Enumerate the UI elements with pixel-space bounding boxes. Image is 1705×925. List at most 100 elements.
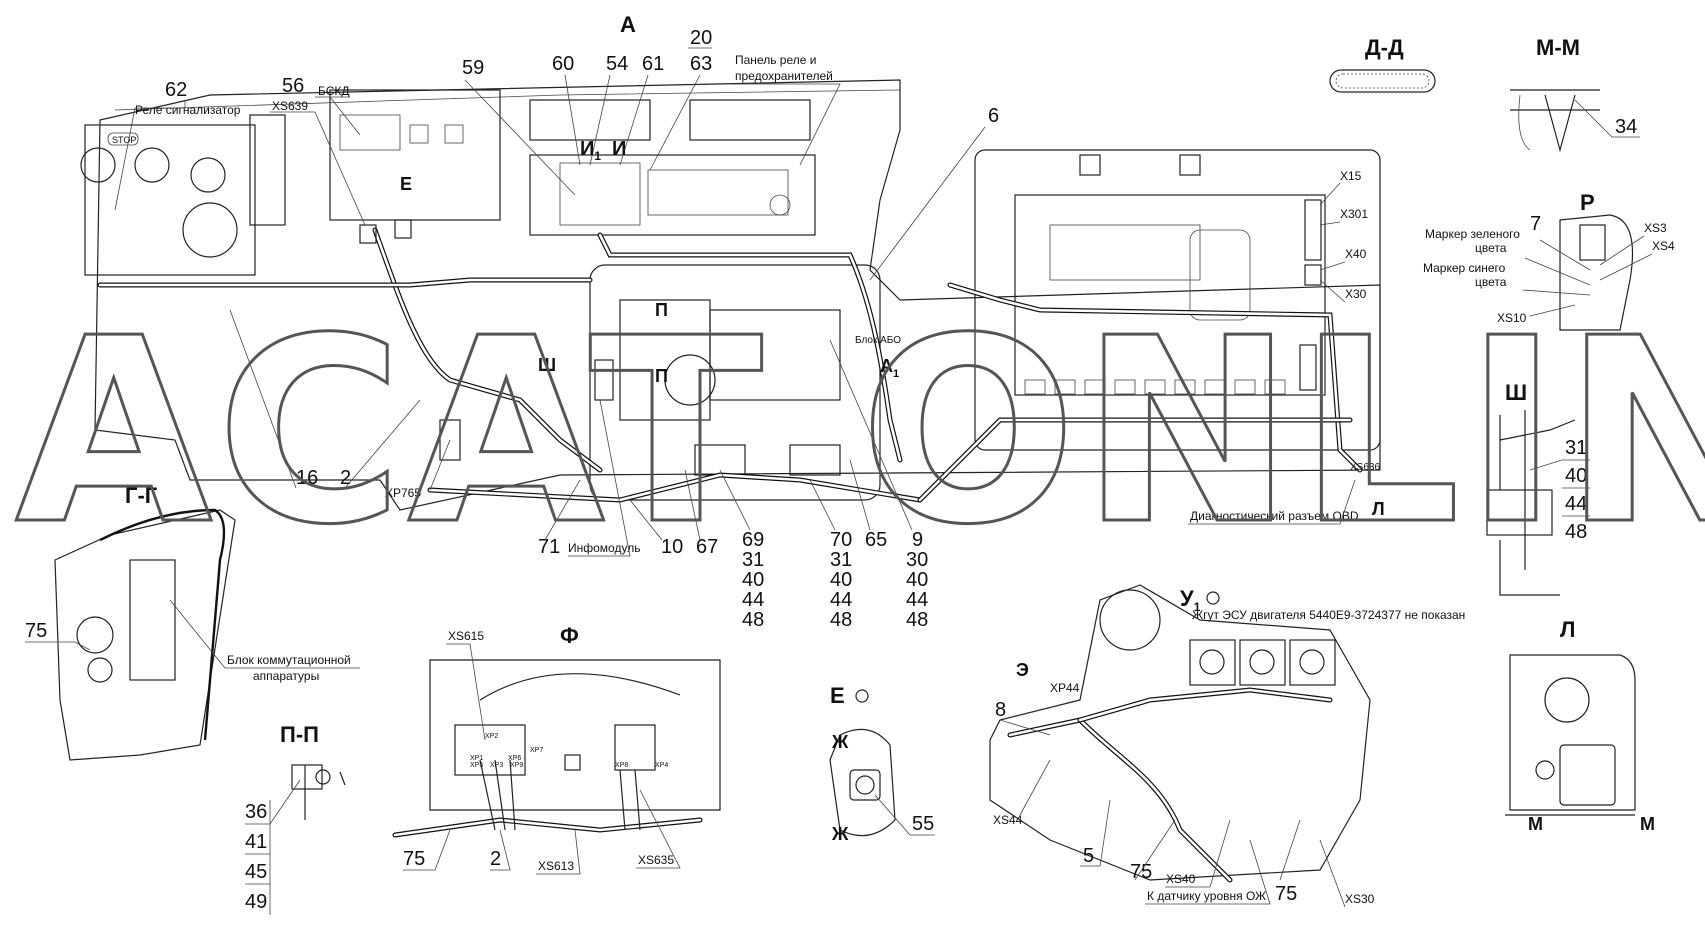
section-p-arrow-2: П bbox=[655, 366, 668, 386]
section-u1-sub: 1 bbox=[1194, 600, 1201, 614]
stack-69-2: 40 bbox=[742, 569, 764, 591]
stack-69-0: 69 bbox=[742, 529, 764, 551]
callout-63: 63 bbox=[690, 53, 712, 75]
connector-xs615: XS615 bbox=[448, 629, 484, 643]
section-r-title: Р bbox=[1580, 190, 1595, 215]
callout-34: 34 bbox=[1615, 116, 1637, 138]
section-sh: Ш 31 40 44 48 bbox=[1486, 380, 1590, 596]
connector-xs4: XS4 bbox=[1652, 239, 1675, 253]
marker-green-1: Маркер зеленого bbox=[1425, 227, 1520, 241]
section-a1-sub: 1 bbox=[893, 368, 899, 380]
stack-70: 70 31 40 44 48 bbox=[809, 479, 852, 631]
stack-9: 9 30 40 44 48 bbox=[829, 339, 928, 631]
blok-komm-label-1: Блок коммутационной bbox=[227, 653, 351, 667]
section-a1-marker: А1 bbox=[880, 356, 899, 380]
callout-75-gg: 75 bbox=[25, 620, 47, 642]
callout-71: 71 bbox=[538, 536, 560, 558]
section-a1-letter: А bbox=[880, 356, 893, 376]
bskd-label: БСКД bbox=[318, 84, 350, 98]
section-u1-title: У1 bbox=[1180, 586, 1201, 614]
connector-x30: X30 bbox=[1345, 287, 1367, 301]
section-l-title: Л bbox=[1560, 617, 1575, 642]
callout-75-engine-a: 75 bbox=[1130, 861, 1152, 883]
section-e-title: Е bbox=[830, 683, 845, 708]
section-sh-title: Ш bbox=[1505, 380, 1527, 405]
xp3-label: XP3 bbox=[490, 762, 503, 769]
infomodul-label: Инфомодуль bbox=[568, 541, 640, 555]
stack-31: 31 40 44 48 bbox=[1529, 437, 1590, 543]
callout-67: 67 bbox=[696, 536, 718, 558]
callout-75-f: 75 bbox=[403, 848, 425, 870]
connector-xs636: XS636 bbox=[1350, 462, 1380, 473]
connector-xs639: XS639 bbox=[272, 99, 308, 113]
section-i-marker: И bbox=[612, 138, 626, 160]
section-m-right: М bbox=[1640, 814, 1655, 834]
callout-5: 5 bbox=[1083, 845, 1094, 867]
xp9-label: XP9 bbox=[510, 762, 523, 769]
stack-9-3: 44 bbox=[906, 589, 928, 611]
section-r: Р Маркер зеленого цвета Маркер синего цв… bbox=[1423, 190, 1675, 331]
stack-70-4: 48 bbox=[830, 609, 852, 631]
section-zh-arrow-2: Ж bbox=[831, 824, 849, 844]
stack-31-1: 40 bbox=[1565, 465, 1587, 487]
section-e-rev-marker: Э bbox=[1016, 660, 1029, 680]
connector-xp765: XP765 bbox=[385, 486, 421, 500]
panel-rele-label-1: Панель реле и bbox=[735, 53, 816, 67]
section-i-sub: 1 bbox=[594, 149, 601, 163]
section-l: Л М М bbox=[1505, 617, 1655, 834]
watermark: ACAT ONLINE bbox=[15, 284, 1705, 581]
callout-8: 8 bbox=[995, 699, 1006, 721]
blok-abo-label: Блок АБО bbox=[855, 335, 901, 346]
callout-65: 65 bbox=[865, 529, 887, 551]
section-pp: П-П 36 41 45 49 bbox=[245, 722, 346, 915]
stack-69-4: 48 bbox=[742, 609, 764, 631]
section-mm: М-М 34 bbox=[1510, 35, 1640, 153]
section-dd-title: Д-Д bbox=[1365, 35, 1404, 60]
connector-xs40: XS40 bbox=[1166, 872, 1196, 886]
xp6-label: XP6 bbox=[508, 755, 521, 762]
zhgut-esu-label: Жгут ЭСУ двигателя 5440Е9-3724377 не пок… bbox=[1192, 608, 1465, 622]
marker-blue-1: Маркер синего bbox=[1423, 261, 1506, 275]
section-u1-engine: У1 Жгут ЭСУ двигателя 5440Е9-3724377 не … bbox=[989, 584, 1465, 908]
callout-55: 55 bbox=[912, 813, 934, 835]
xp4-label: XP4 bbox=[655, 762, 668, 769]
section-dd: Д-Д bbox=[1329, 35, 1436, 93]
section-zh-arrow-1: Ж bbox=[831, 732, 849, 752]
stack-69: 69 31 40 44 48 bbox=[719, 469, 764, 631]
connector-xs44: XS44 bbox=[993, 813, 1023, 827]
stack-70-2: 40 bbox=[830, 569, 852, 591]
callout-54: 54 bbox=[606, 53, 628, 75]
stack-31-2: 44 bbox=[1565, 493, 1587, 515]
callout-20: 20 bbox=[690, 27, 712, 49]
stack-9-4: 48 bbox=[906, 609, 928, 631]
section-gg: Г-Г 75 Блок коммутационной аппаратуры bbox=[25, 483, 360, 761]
xp8-label: XP8 bbox=[615, 762, 628, 769]
rele-signalizator-label: Реле сигнализатор bbox=[135, 103, 241, 117]
connector-xs613: XS613 bbox=[538, 859, 574, 873]
stack-69-1: 31 bbox=[742, 549, 764, 571]
connector-x301: X301 bbox=[1340, 207, 1368, 221]
section-pp-title: П-П bbox=[280, 722, 319, 747]
xp2-label: XP2 bbox=[485, 733, 498, 740]
blok-komm-label-2: аппаратуры bbox=[253, 669, 319, 683]
connector-xs30: XS30 bbox=[1345, 892, 1375, 906]
callout-6: 6 bbox=[988, 105, 999, 127]
top-callouts: А 62 Реле сигнализатор 56 XS639 БСКД Е 5… bbox=[114, 12, 1385, 631]
stack-9-2: 40 bbox=[906, 569, 928, 591]
callout-75-engine-b: 75 bbox=[1275, 883, 1297, 905]
stack-36-0: 36 bbox=[245, 801, 267, 823]
section-a-title: А bbox=[620, 12, 636, 37]
callout-59: 59 bbox=[462, 57, 484, 79]
xp1-label: XP1 bbox=[470, 755, 483, 762]
section-mm-title: М-М bbox=[1536, 35, 1580, 60]
connector-x15: X15 bbox=[1340, 169, 1362, 183]
xp7-label: XP7 bbox=[530, 747, 543, 754]
section-e-marker: Е bbox=[400, 174, 412, 194]
section-gg-title: Г-Г bbox=[125, 483, 158, 508]
stack-9-0: 9 bbox=[912, 529, 923, 551]
stack-9-1: 30 bbox=[906, 549, 928, 571]
callout-60: 60 bbox=[552, 53, 574, 75]
callout-2: 2 bbox=[340, 467, 351, 489]
diag-obd-label: Диагностический разъем OBD bbox=[1190, 509, 1359, 523]
